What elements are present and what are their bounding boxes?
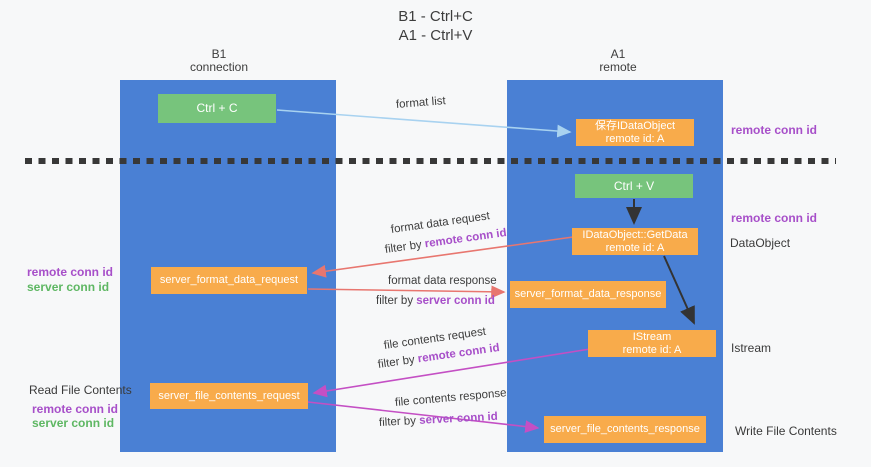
ctrl-c-label: Ctrl + C <box>196 101 238 116</box>
lifeline-header-b1: B1 connection <box>159 48 279 74</box>
getdata-box: IDataObject::GetData remote id: A <box>572 228 698 255</box>
format-data-request-arrow <box>311 236 574 278</box>
lifeline-a1-role: remote <box>599 60 637 74</box>
left-remote-conn-id-top: remote conn id <box>27 265 114 279</box>
save-idataobject-line1: 保存IDataObject <box>594 120 676 132</box>
filter-by-text: filter by <box>378 414 420 429</box>
file-contents-request-arrow <box>312 348 591 398</box>
istream-line1: IStream <box>632 331 672 343</box>
lifeline-b1-name: B1 <box>211 47 227 61</box>
write-file-contents-label: Write File Contents <box>735 424 837 438</box>
read-file-contents-label: Read File Contents <box>29 383 132 397</box>
lifeline-b1-role: connection <box>189 60 249 74</box>
left-server-conn-id-bottom: server conn id <box>32 416 115 430</box>
ctrl-c-box: Ctrl + C <box>158 94 276 123</box>
diagram-title: B1 - Ctrl+C A1 - Ctrl+V <box>0 7 871 45</box>
format-data-response-label: format data response <box>388 275 497 287</box>
format-data-response-arrow <box>307 285 506 299</box>
file-contents-response-arrow <box>307 401 540 433</box>
server-format-data-request-label: server_format_data_request <box>159 274 299 287</box>
ctrl-v-box: Ctrl + V <box>575 174 693 198</box>
save-idataobject-line2: remote id: A <box>605 132 665 145</box>
server-file-contents-request-label: server_file_contents_request <box>158 389 300 402</box>
server-format-data-response-label: server_format_data_response <box>514 288 662 301</box>
right-remote-conn-id-mid: remote conn id <box>731 211 818 225</box>
istream-line2: remote id: A <box>622 343 682 356</box>
format-list-arrow <box>276 109 572 138</box>
lifeline-a1-name: A1 <box>610 47 626 61</box>
server-format-data-response-box: server_format_data_response <box>510 281 666 308</box>
server-format-data-request-box: server_format_data_request <box>151 267 307 294</box>
getdata-line1: IDataObject::GetData <box>582 229 688 241</box>
filter-by-text: filter by <box>376 295 417 307</box>
server-file-contents-request-box: server_file_contents_request <box>150 383 308 409</box>
getdata-to-istream-arrow <box>663 255 695 325</box>
istream-box: IStream remote id: A <box>588 330 716 357</box>
server-file-contents-response-box: server_file_contents_response <box>544 416 706 443</box>
right-remote-conn-id-top: remote conn id <box>731 123 818 137</box>
istream-side-label: Istream <box>731 341 772 355</box>
lifeline-header-a1: A1 remote <box>558 48 678 74</box>
filter-by-server-conn-id-label-1: filter by server conn id <box>376 295 495 307</box>
title-line-1: B1 - Ctrl+C <box>398 8 473 25</box>
getdata-line2: remote id: A <box>605 241 665 254</box>
save-idataobject-box: 保存IDataObject remote id: A <box>576 119 694 146</box>
server-conn-id-text: server conn id <box>416 295 495 307</box>
left-remote-conn-id-bottom: remote conn id <box>32 402 119 416</box>
title-line-2: A1 - Ctrl+V <box>398 27 473 44</box>
left-server-conn-id-top: server conn id <box>27 280 110 294</box>
server-file-contents-response-label: server_file_contents_response <box>550 423 700 436</box>
dataobject-label: DataObject <box>730 236 791 250</box>
ctrl-v-label: Ctrl + V <box>613 178 655 193</box>
